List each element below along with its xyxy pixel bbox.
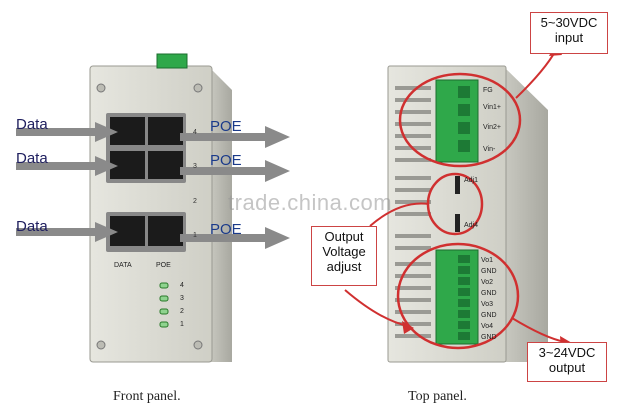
front-panel [89, 53, 232, 363]
input-voltage-callout: 5~30VDC input [530, 12, 608, 54]
terminal-label: Vin- [483, 146, 496, 153]
top-panel [387, 65, 548, 363]
arrow-icon [180, 126, 290, 148]
terminal-label: GND [481, 312, 497, 319]
terminal-label: Vo3 [481, 301, 494, 308]
poe-label: POE [210, 152, 242, 169]
rj45-port-icon [148, 117, 183, 145]
poe-label: POE [210, 118, 242, 135]
vent-slots [395, 86, 431, 338]
top-panel-side [505, 68, 548, 362]
callout-line: Output [324, 229, 364, 244]
terminal-label: GND [481, 290, 497, 297]
input-terminal-block [435, 79, 479, 163]
callout-line: adjust [326, 258, 362, 274]
callout-line: output [548, 359, 586, 375]
data-column-label: DATA [114, 262, 132, 269]
port-number: 3 [193, 163, 197, 170]
poe-arrows [180, 126, 290, 249]
arrow-icon [16, 156, 118, 176]
rj45-port-icon [110, 151, 145, 179]
rj45-ports [106, 113, 186, 252]
data-label: Data [16, 150, 48, 167]
arrow-icon [180, 160, 290, 182]
terminal-label: FG [483, 87, 493, 94]
led-number: 3 [180, 295, 184, 302]
watermark: trade.china.com [228, 190, 393, 215]
terminal-label: Vo2 [481, 279, 494, 286]
arrow-icon [180, 227, 290, 249]
callout-line: input [554, 29, 584, 45]
terminal-label: GND [481, 334, 497, 341]
callout-line: 3~24VDC [538, 345, 596, 360]
adjust-knob-icon [455, 176, 460, 194]
output-terminal-block [435, 249, 479, 345]
rj45-port-icon [148, 151, 183, 179]
rj45-port-icon [110, 216, 145, 246]
terminal-label: Vo1 [481, 257, 494, 264]
port-number: 4 [193, 129, 197, 136]
terminal-label: Vin1+ [483, 104, 501, 111]
led-icon [159, 308, 169, 315]
data-label: Data [16, 218, 48, 235]
callout-line: Voltage [322, 243, 366, 259]
terminal-label: Vo4 [481, 323, 494, 330]
arrow-icon [16, 222, 118, 242]
output-voltage-callout: 3~24VDC output [527, 342, 607, 382]
led-number: 1 [180, 321, 184, 328]
voltage-adjust-callout: Output Voltage adjust [311, 226, 377, 286]
led-icon [159, 295, 169, 302]
arrow-icon [16, 122, 118, 142]
screw-icon [96, 83, 203, 350]
data-label: Data [16, 116, 48, 133]
led-icon [159, 282, 169, 289]
adjust-label: Adj1 [464, 177, 479, 184]
led-icon [159, 321, 169, 328]
data-arrows [16, 122, 118, 242]
terminal-label: Vin2+ [483, 124, 501, 131]
poe-column-label: POE [156, 262, 171, 269]
poe-label: POE [210, 221, 242, 238]
front-panel-caption: Front panel. [113, 389, 181, 404]
rj45-port-icon [148, 216, 183, 246]
adjust-label: Adj4 [464, 222, 479, 229]
port-number: 1 [193, 232, 197, 239]
terminal-label: GND [481, 268, 497, 275]
top-terminal-block [156, 53, 188, 69]
led-number: 4 [180, 282, 184, 289]
callout-line: 5~30VDC [540, 15, 598, 30]
status-leds [159, 282, 169, 328]
rj45-port-icon [110, 117, 145, 145]
front-panel-side [210, 68, 232, 362]
port-number: 2 [193, 198, 197, 205]
led-number: 2 [180, 308, 184, 315]
top-panel-caption: Top panel. [408, 389, 467, 404]
adjust-knob-icon [455, 214, 460, 232]
